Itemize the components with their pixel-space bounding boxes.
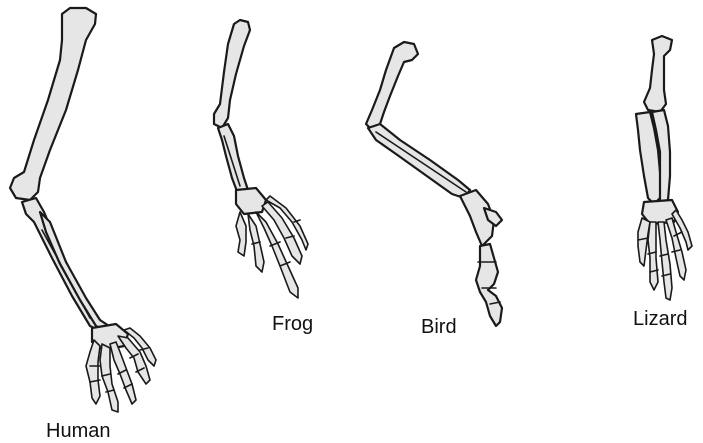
bird-phalanges xyxy=(476,244,502,326)
bird-label: Bird xyxy=(421,316,457,339)
human-humerus xyxy=(10,8,96,200)
frog-humerus xyxy=(214,20,250,128)
lizard-limb xyxy=(636,36,692,300)
frog-limb xyxy=(214,20,308,298)
lizard-humerus xyxy=(644,36,672,112)
lizard-label: Lizard xyxy=(633,308,687,331)
human-limb xyxy=(10,8,156,412)
bird-humerus xyxy=(366,42,418,130)
human-ulna xyxy=(40,212,112,332)
frog-label: Frog xyxy=(272,313,313,336)
human-label: Human xyxy=(46,420,110,443)
frog-radioulna xyxy=(218,124,248,194)
frog-carpals xyxy=(236,188,266,214)
bird-limb xyxy=(366,42,502,326)
